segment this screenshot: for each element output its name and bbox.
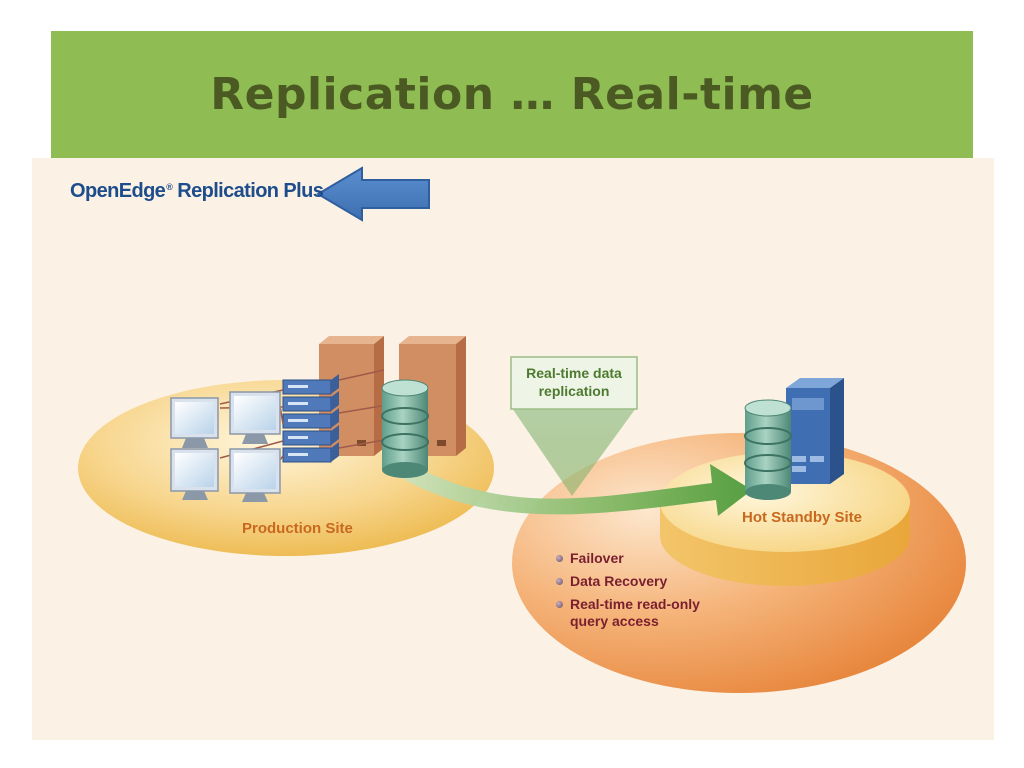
monitor-icon [170,397,219,448]
pointer-arrow-icon [316,166,430,222]
brand-product: Replication Plus [177,180,324,202]
brand-name: OpenEdge [70,180,166,202]
monitor-icon [229,391,281,444]
production-database-icon [381,379,429,478]
production-site-label: Production Site [242,520,353,537]
benefit-item: Data Recovery [554,573,700,590]
monitor-icon [170,448,219,500]
standby-server-icon [786,378,844,484]
slide-title: Replication … Real-time [210,69,814,120]
replication-callout-bubble [510,356,638,496]
replication-arrow-icon [398,458,752,516]
callout-line-1: Real-time data [526,365,622,381]
callout-label: Real-time data replication [511,364,637,400]
product-brand: OpenEdge® Replication Plus [70,180,324,203]
title-bar: Replication … Real-time [51,31,973,158]
benefit-item: Real-time read-only query access [554,596,700,630]
replication-diagram: OpenEdge® Replication Plus Real-time dat… [32,158,994,740]
diagram-graphics [78,166,966,693]
standby-database-icon [744,399,792,500]
monitor-icon [229,448,281,502]
registered-mark: ® [166,182,173,192]
callout-line-2: replication [538,383,610,399]
rack-server-icon [282,374,339,463]
benefit-item: Failover [554,550,700,567]
standby-site-label: Hot Standby Site [742,509,863,526]
benefits-list: Failover Data Recovery Real-time read-on… [554,550,700,636]
